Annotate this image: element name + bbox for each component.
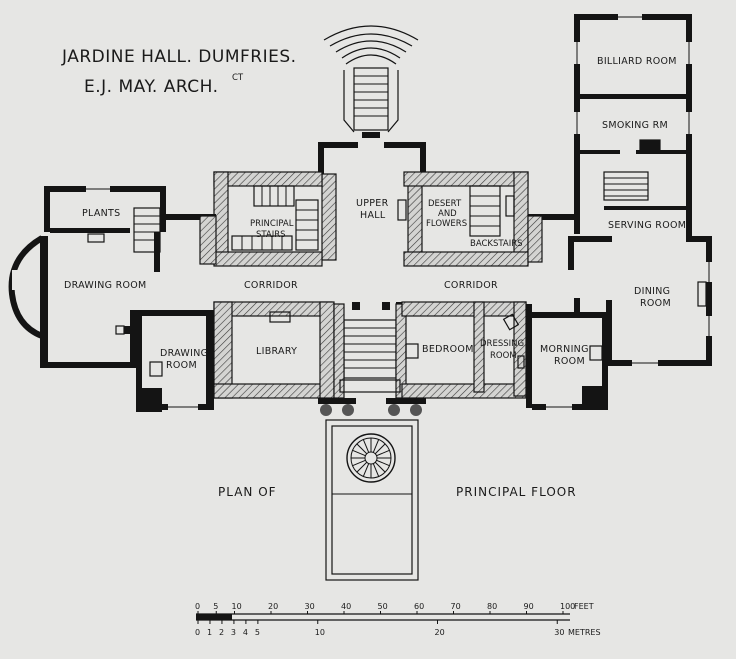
scale-metre-label: 0: [195, 628, 200, 637]
label-backstairs: BACKSTAIRS: [470, 239, 523, 249]
label-desert-line3: FLOWERS: [426, 219, 467, 229]
fountain-spoke: [374, 443, 386, 455]
label-corridor-left: CORRIDOR: [244, 280, 298, 291]
scale-feet-label: 60: [414, 602, 424, 611]
scale-metre-label: 5: [255, 628, 260, 637]
fountain-spoke: [372, 463, 380, 477]
dining-room: [568, 236, 712, 366]
drawing-room-large: [8, 232, 212, 368]
fountain-spoke: [372, 439, 380, 453]
corridor-walls: [160, 214, 574, 270]
terrace: [325, 419, 419, 581]
fountain-spoke: [376, 449, 390, 457]
fountain-spoke: [362, 463, 370, 477]
fountain-spoke: [376, 459, 390, 467]
caption-left: PLAN OF: [218, 485, 277, 499]
scale-feet-label: 80: [487, 602, 497, 611]
scale-feet-label: 0: [195, 602, 200, 611]
principal-stairs: [213, 171, 323, 267]
label-morning-room-line2: ROOM: [554, 356, 585, 367]
upper-hall: [318, 142, 426, 261]
plants-room: [44, 186, 166, 253]
plan-title: JARDINE HALL. DUMFRIES.: [61, 47, 297, 67]
fountain-spoke: [356, 461, 368, 473]
caption-right: PRINCIPAL FLOOR: [456, 485, 577, 499]
scale-feet-label: 10: [232, 602, 242, 611]
fountain-spoke: [352, 459, 366, 467]
label-smoking-room: SMOKING RM: [602, 120, 668, 131]
central-stairs: [333, 303, 407, 399]
label-drawing-room-small-line1: DRAWING: [160, 348, 208, 359]
scale-feet-unit: FEET: [574, 602, 594, 611]
serving-area: [603, 171, 692, 238]
bedroom-dressing: [401, 301, 527, 399]
label-plants: PLANTS: [82, 208, 120, 219]
svg-text:E.J. MAY. ARCH.: E.J. MAY. ARCH.: [84, 77, 219, 97]
fountain-spoke: [362, 439, 370, 453]
scale-metre-label: 1: [207, 628, 212, 637]
scale-metre-label: 20: [434, 628, 444, 637]
billiard-wing: [574, 14, 692, 234]
label-desert-line2: AND: [438, 209, 457, 219]
label-drawing-room-small-line2: ROOM: [166, 360, 197, 371]
architect-credit: E.J. MAY. ARCH. CT: [84, 73, 244, 97]
fountain-spoke: [352, 449, 366, 457]
label-dressing-line1: DRESSING: [480, 339, 524, 349]
fountain-spoke: [356, 443, 368, 455]
scale-metre-label: 2: [219, 628, 224, 637]
svg-text:CT: CT: [232, 73, 244, 83]
scale-feet-label: 100: [560, 602, 575, 611]
small-drawing-room: [136, 310, 214, 412]
label-upper-hall-line1: UPPER: [356, 198, 389, 209]
scale-feet-label: 50: [378, 602, 388, 611]
label-principal-stairs-line2: STAIRS: [256, 230, 286, 240]
scale-metre-label: 10: [315, 628, 325, 637]
label-desert-line1: DESERT: [428, 199, 462, 209]
desert-flowers-block: [397, 171, 529, 267]
label-principal-stairs-line1: PRINCIPAL: [250, 219, 294, 229]
label-dining-room-line2: ROOM: [640, 298, 671, 309]
north-entrance-steps: [323, 25, 419, 138]
label-corridor-right: CORRIDOR: [444, 280, 498, 291]
label-billiard-room: BILLIARD ROOM: [597, 56, 677, 67]
scale-feet-label: 40: [341, 602, 351, 611]
scale-metre-label: 4: [243, 628, 248, 637]
scale-metre-label: 30: [554, 628, 564, 637]
morning-room: [526, 298, 608, 410]
label-drawing-room: DRAWING ROOM: [64, 280, 147, 291]
scale-metre-unit: METRES: [568, 628, 601, 637]
scale-metre-label: 3: [231, 628, 236, 637]
scale-feet-label: 90: [524, 602, 534, 611]
label-upper-hall-line2: HALL: [360, 210, 386, 221]
label-serving-room: SERVING ROOM: [608, 220, 686, 231]
porch-columns: [318, 398, 426, 416]
label-library: LIBRARY: [256, 346, 297, 357]
scale-feet-label: 30: [305, 602, 315, 611]
label-morning-room-line1: MORNING: [540, 344, 589, 355]
scale-feet-label: 20: [268, 602, 278, 611]
label-dining-room-line1: DINING: [634, 286, 670, 297]
fountain-spoke: [374, 461, 386, 473]
label-dressing-line2: ROOM: [490, 351, 517, 361]
scale-feet-label: 5: [213, 602, 218, 611]
scale-feet-label: 70: [451, 602, 461, 611]
label-bedroom: BEDROOM: [422, 344, 474, 355]
